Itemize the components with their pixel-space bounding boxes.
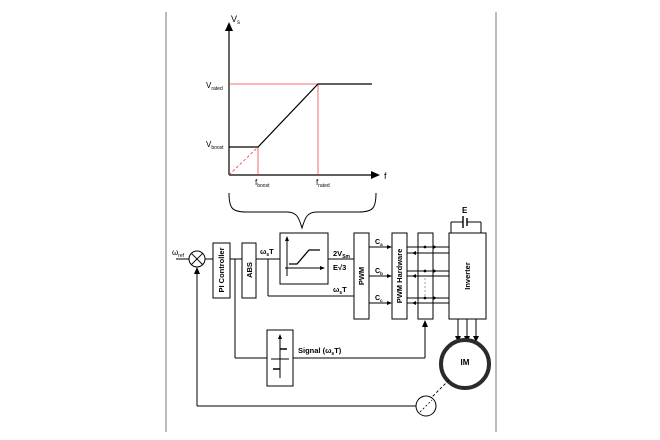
abs-block xyxy=(241,242,257,299)
f-boost-label: fboost xyxy=(255,178,270,189)
ws-t-bottom-label: ωsT xyxy=(333,285,347,296)
v-rated-label: Vrated xyxy=(206,81,223,92)
cb-arrow xyxy=(387,274,392,278)
signal-arrow xyxy=(422,320,428,327)
vf-curve xyxy=(229,83,372,148)
curly-brace xyxy=(228,192,377,230)
vf-graph: Vs f Vrated Vboost fboost frated xyxy=(206,14,387,189)
inverter-block xyxy=(448,232,487,320)
y-axis-label: Vs xyxy=(231,14,240,26)
cc-arrow xyxy=(387,301,392,305)
linear-extension-guide xyxy=(228,146,259,176)
v-boost-label: Vboost xyxy=(206,140,224,151)
ca-label: Ca xyxy=(375,239,383,247)
motor-shaft xyxy=(431,379,450,398)
f-rated-label: frated xyxy=(316,178,330,189)
dc-source-label: E xyxy=(462,206,468,215)
speed-sensor-mark xyxy=(419,399,433,413)
cb-label: Cb xyxy=(375,268,383,276)
ws-t-top-label: ωsT xyxy=(260,247,274,258)
dc-source xyxy=(450,216,482,233)
control-loop: ωref PI Controller ABS ωsT xyxy=(172,206,491,417)
vf-lookup-icon xyxy=(285,236,325,276)
signal-label: Signal (ωsT) xyxy=(298,346,342,357)
inverter-label: Inverter xyxy=(463,262,472,290)
pi-controller-label: PI Controller xyxy=(217,247,226,292)
ref-label: ωref xyxy=(172,248,185,259)
pwm-hardware-label: PWM Hardware xyxy=(395,249,404,304)
summing-junction xyxy=(188,250,206,268)
vf-lookup-block xyxy=(279,232,329,285)
pi-controller-block xyxy=(212,242,231,299)
inverter-to-motor-lines xyxy=(455,319,479,342)
cc-label: Cc xyxy=(375,295,383,303)
ca-arrow xyxy=(387,245,392,249)
x-axis-arrow xyxy=(371,171,380,179)
induction-motor xyxy=(439,338,491,390)
abs-label: ABS xyxy=(245,262,254,278)
pwm-label: PWM xyxy=(357,267,366,285)
gain-denominator: E√3 xyxy=(333,263,346,272)
sign-function-icon xyxy=(271,334,289,378)
x-axis-label: f xyxy=(384,171,387,181)
gate-signal-lines xyxy=(407,245,449,305)
gain-numerator: 2VSm xyxy=(333,249,351,260)
motor-label: IM xyxy=(461,358,470,367)
y-axis-arrow xyxy=(225,22,233,31)
feedback-arrow xyxy=(194,267,200,274)
